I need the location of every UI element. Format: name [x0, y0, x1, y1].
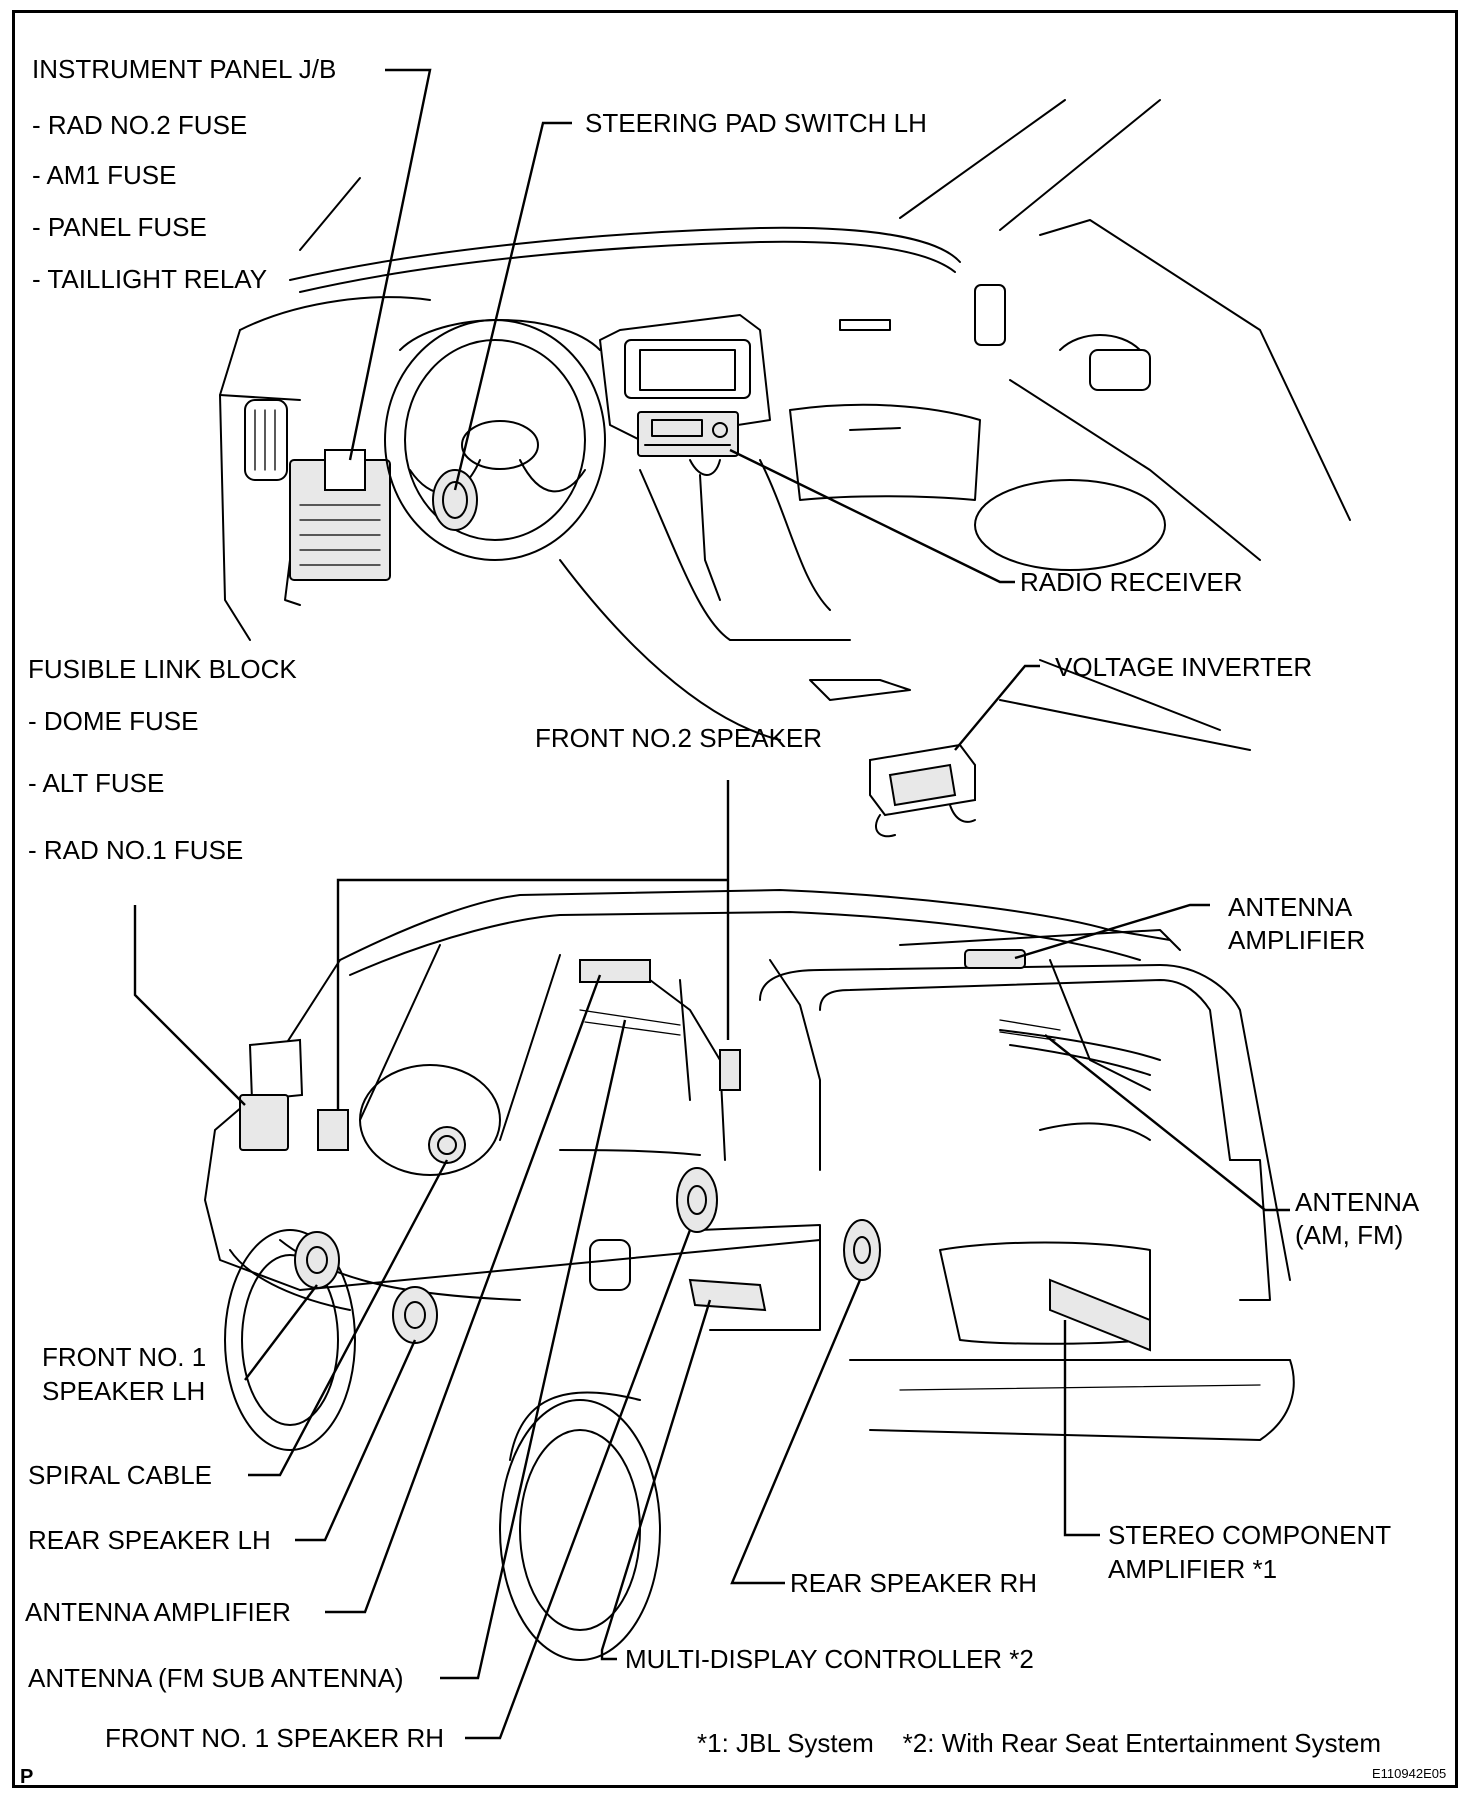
- label-alt-fuse: - ALT FUSE: [28, 768, 165, 798]
- footnote: *1: JBL System *2: With Rear Seat Entert…: [697, 1728, 1381, 1758]
- label-stereo-component-amplifier-line1: STEREO COMPONENT: [1108, 1520, 1392, 1550]
- label-instrument-panel-jb: INSTRUMENT PANEL J/B: [32, 54, 337, 84]
- label-taillight-relay: - TAILLIGHT RELAY: [32, 264, 268, 294]
- label-front-no2-speaker: FRONT NO.2 SPEAKER: [535, 723, 823, 753]
- voltage-inverter-drawing: [869, 743, 976, 838]
- component-drawings: [239, 949, 1151, 1352]
- label-fusible-link-block: FUSIBLE LINK BLOCK: [28, 654, 297, 684]
- label-rad-no2-fuse: - RAD NO.2 FUSE: [32, 110, 248, 140]
- label-front-no1-speaker-lh-line2: SPEAKER LH: [42, 1376, 206, 1406]
- label-front-no1-speaker-rh: FRONT NO. 1 SPEAKER RH: [105, 1723, 445, 1753]
- label-rad-no1-fuse: - RAD NO.1 FUSE: [28, 835, 244, 865]
- label-spiral-cable: SPIRAL CABLE: [28, 1460, 213, 1490]
- label-antenna-fm-sub: ANTENNA (FM SUB ANTENNA): [28, 1663, 404, 1693]
- label-antenna-amplifier-bottom: ANTENNA AMPLIFIER: [25, 1597, 291, 1627]
- leader-lines: [133, 68, 1290, 1740]
- figure-code: E110942E05: [1372, 1766, 1447, 1781]
- label-antenna-amplifier-top-line1: ANTENNA: [1228, 892, 1353, 922]
- page-mark: P: [20, 1766, 34, 1788]
- label-dome-fuse: - DOME FUSE: [28, 706, 199, 736]
- label-am1-fuse: - AM1 FUSE: [32, 160, 177, 190]
- interior-dashboard-drawing: [219, 99, 1351, 751]
- label-antenna-amplifier-top-line2: AMPLIFIER: [1228, 925, 1366, 955]
- label-steering-pad-switch: STEERING PAD SWITCH LH: [585, 108, 927, 138]
- label-voltage-inverter: VOLTAGE INVERTER: [1055, 652, 1313, 682]
- label-antenna-am-fm-line2: (AM, FM): [1295, 1220, 1404, 1250]
- label-panel-fuse: - PANEL FUSE: [32, 212, 207, 242]
- label-multi-display-controller: MULTI-DISPLAY CONTROLLER *2: [625, 1644, 1034, 1674]
- label-stereo-component-amplifier-line2: AMPLIFIER *1: [1108, 1554, 1278, 1584]
- diagram-frame: [12, 10, 1458, 1788]
- label-rear-speaker-lh: REAR SPEAKER LH: [28, 1525, 271, 1555]
- label-antenna-am-fm-line1: ANTENNA: [1295, 1187, 1420, 1217]
- label-front-no1-speaker-lh-line1: FRONT NO. 1: [42, 1342, 207, 1372]
- label-radio-receiver: RADIO RECEIVER: [1020, 567, 1243, 597]
- label-rear-speaker-rh: REAR SPEAKER RH: [790, 1568, 1038, 1598]
